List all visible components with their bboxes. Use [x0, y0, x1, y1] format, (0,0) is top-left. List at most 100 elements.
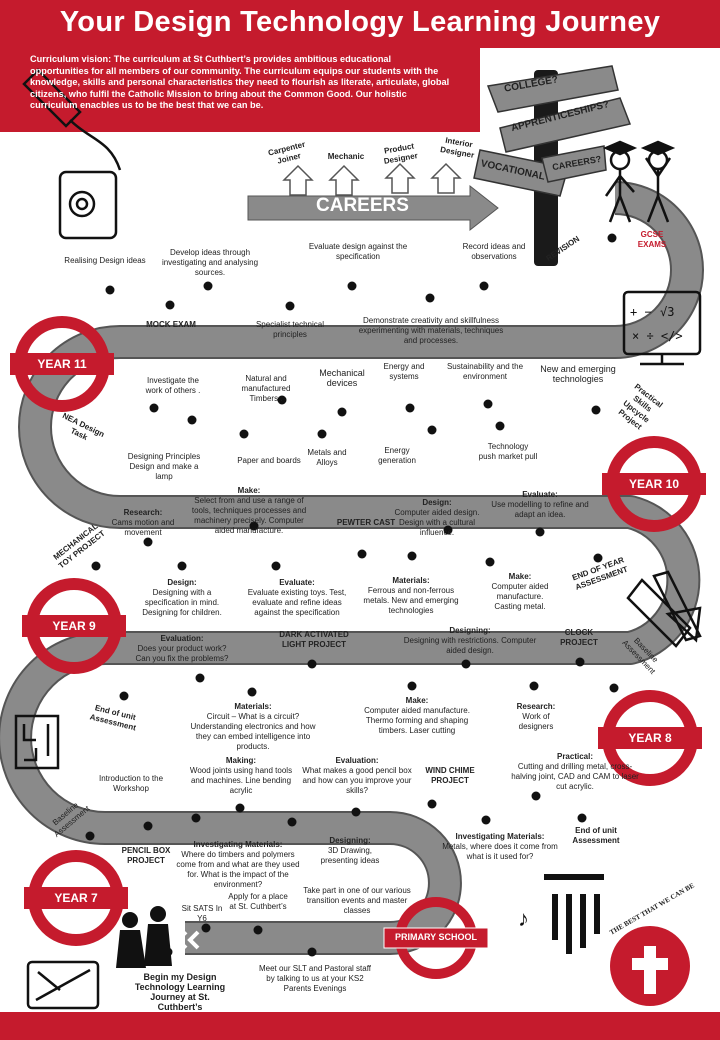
- y7-designing: 3D Drawing, presenting ideas: [320, 846, 380, 865]
- primary-take: Take part in one of our various transiti…: [303, 886, 411, 915]
- y10-mechanical: Mechanical devices: [319, 368, 365, 388]
- y9-make-head: Make:: [237, 486, 261, 495]
- svg-text:√3: √3: [660, 305, 674, 319]
- y9-materials-head: Materials:: [392, 576, 430, 585]
- primary-meet: Meet our SLT and Pastoral staff by talki…: [258, 964, 372, 993]
- y11-develop: Develop ideas through investigating and …: [161, 248, 259, 277]
- y9-materials: Ferrous and non-ferrous metals. New and …: [363, 586, 459, 615]
- primary-begin: Begin my Design Technology Learning Jour…: [134, 972, 226, 1012]
- y7-evaluation-head: Evaluation:: [335, 756, 379, 765]
- curriculum-vision: Curriculum vision: The curriculum at St …: [30, 54, 450, 110]
- primary-school-badge: PRIMARY SCHOOL: [394, 932, 477, 942]
- y7-designing-head: Designing:: [329, 836, 371, 845]
- primary-sit: Sit SATS In Y6: [181, 904, 223, 923]
- y8-designing: Designing with restrictions. Computer ai…: [403, 636, 537, 655]
- y8-evaluation-head: Evaluation:: [160, 634, 204, 643]
- job-mechanic: Mechanic: [327, 152, 365, 161]
- circuit-icon: [14, 714, 60, 770]
- y7-invest2: Metals, where does it come from what is …: [442, 842, 558, 861]
- y10-new-tech: New and emerging technologies: [540, 364, 616, 384]
- y8-research: Work of designers: [518, 712, 554, 731]
- svg-text:× ÷ </>: × ÷ </>: [632, 329, 683, 343]
- y9-design2-head: Design:: [167, 578, 197, 587]
- graduates-graphic: [602, 140, 676, 223]
- badge-year-10: YEAR 10: [628, 477, 680, 491]
- signpost-graphic: [473, 65, 632, 266]
- y9-pewter: PEWTER CAST: [336, 518, 396, 527]
- y10-paper: Paper and boards: [237, 456, 301, 465]
- primary-apply: Apply for a place at St. Cuthbert’s: [228, 892, 288, 911]
- y7-wind: WIND CHIME PROJECT: [425, 766, 475, 785]
- y8-materials: Circuit – What is a circuit? Understandi…: [190, 712, 316, 751]
- y8-evaluation: Does your product work? Can you fix the …: [135, 644, 229, 663]
- y9-evaluate: Use modelling to refine and adapt an ide…: [491, 500, 589, 519]
- y7-practical-head: Practical:: [556, 752, 594, 761]
- y9-evaluate2: Evaluate existing toys. Test, evaluate a…: [247, 588, 347, 617]
- badge-year-11: YEAR 11: [37, 357, 87, 371]
- y10-energy-systems: Energy and systems: [383, 362, 425, 381]
- badge-year-9: YEAR 9: [52, 619, 96, 633]
- y11-evaluate: Evaluate design against the specificatio…: [308, 242, 408, 261]
- students-graphic: [116, 906, 172, 968]
- gcse-exams: GCSE EXAMS: [637, 230, 667, 249]
- y8-research-head: Research:: [516, 702, 556, 711]
- school-crest: [610, 926, 690, 1006]
- y9-make: Select from and use a range of tools, te…: [191, 496, 307, 535]
- badge-year-8: YEAR 8: [628, 731, 672, 745]
- y8-materials-head: Materials:: [234, 702, 272, 711]
- footer-bar: [0, 1012, 720, 1040]
- y9-design-head: Design:: [422, 498, 452, 507]
- y10-designing: Designing Principles Design and make a l…: [127, 452, 201, 481]
- y10-sustainability: Sustainability and the environment: [446, 362, 524, 381]
- y9-research: Cams motion and movement: [111, 518, 175, 537]
- y9-design2: Designing with a specification in mind. …: [142, 588, 222, 617]
- y8-make-head: Make:: [405, 696, 429, 705]
- y7-evaluation: What makes a good pencil box and how can…: [302, 766, 412, 795]
- careers-arrow: [247, 184, 499, 232]
- y11-realising: Realising Design ideas: [64, 256, 146, 265]
- road-surface: [0, 183, 702, 953]
- y7-making: Wood joints using hand tools and machine…: [189, 766, 293, 795]
- y7-invest-head: Investigating Materials:: [193, 840, 283, 849]
- careers-label: CAREERS: [316, 195, 409, 216]
- y7-end: End of unit Assessment: [572, 826, 620, 845]
- y9-evaluate-head: Evaluate:: [522, 490, 558, 499]
- drawing-tools-icon: [626, 570, 702, 648]
- y8-dark: DARK ACTIVATED LIGHT PROJECT: [279, 630, 349, 649]
- y7-pencil: PENCIL BOX PROJECT: [121, 846, 171, 865]
- drafting-icon: [26, 960, 100, 1010]
- road-stop-dots: [85, 233, 619, 957]
- y10-energy-gen: Energy generation: [378, 446, 416, 465]
- y7-invest: Where do timbers and polymers come from …: [176, 850, 300, 889]
- page-title: Your Design Technology Learning Journey: [59, 6, 661, 38]
- job-arrows: [282, 162, 462, 196]
- y7-making-head: Making:: [225, 756, 257, 765]
- y10-push: Technology push market pull: [478, 442, 538, 461]
- header-banner: [0, 0, 720, 132]
- year-roundels: [10, 316, 706, 979]
- y8-designing-head: Designing:: [449, 626, 491, 635]
- road-chevrons: [149, 274, 563, 950]
- y11-specialist: Specialist technical principles: [255, 320, 325, 339]
- y10-metals: Metals and Alloys: [307, 448, 347, 467]
- y10-natural: Natural and manufactured Timbers .: [241, 374, 291, 403]
- y11-record: Record ideas and observations: [462, 242, 526, 261]
- y7-invest2-head: Investigating Materials:: [455, 832, 545, 841]
- svg-text:+ −: + −: [630, 305, 652, 319]
- y7-intro: Introduction to the Workshop: [98, 774, 164, 793]
- wind-chime-icon: ♪: [518, 874, 604, 954]
- y11-demonstrate: Demonstrate creativity and skillfulness …: [358, 316, 504, 345]
- y9-make2: Computer aided manufacture. Casting meta…: [491, 582, 549, 611]
- y10-investigate: Investigate the work of others .: [145, 376, 201, 395]
- washer-icon: [22, 68, 122, 240]
- y9-research-head: Research:: [123, 508, 163, 517]
- y8-clock: CLOCK PROJECT: [560, 628, 598, 647]
- y7-practical: Cutting and drilling metal, cross-halvin…: [511, 762, 639, 791]
- y11-mock-exam: MOCK EXAM: [146, 320, 196, 329]
- y8-make: Computer aided manufacture. Thermo formi…: [364, 706, 470, 735]
- badge-year-7: YEAR 7: [54, 891, 98, 905]
- computer-icon: + − √3 × ÷ </>: [622, 290, 702, 366]
- y9-design: Computer aided design. Design with a cul…: [394, 508, 480, 537]
- y9-make2-head: Make:: [508, 572, 532, 581]
